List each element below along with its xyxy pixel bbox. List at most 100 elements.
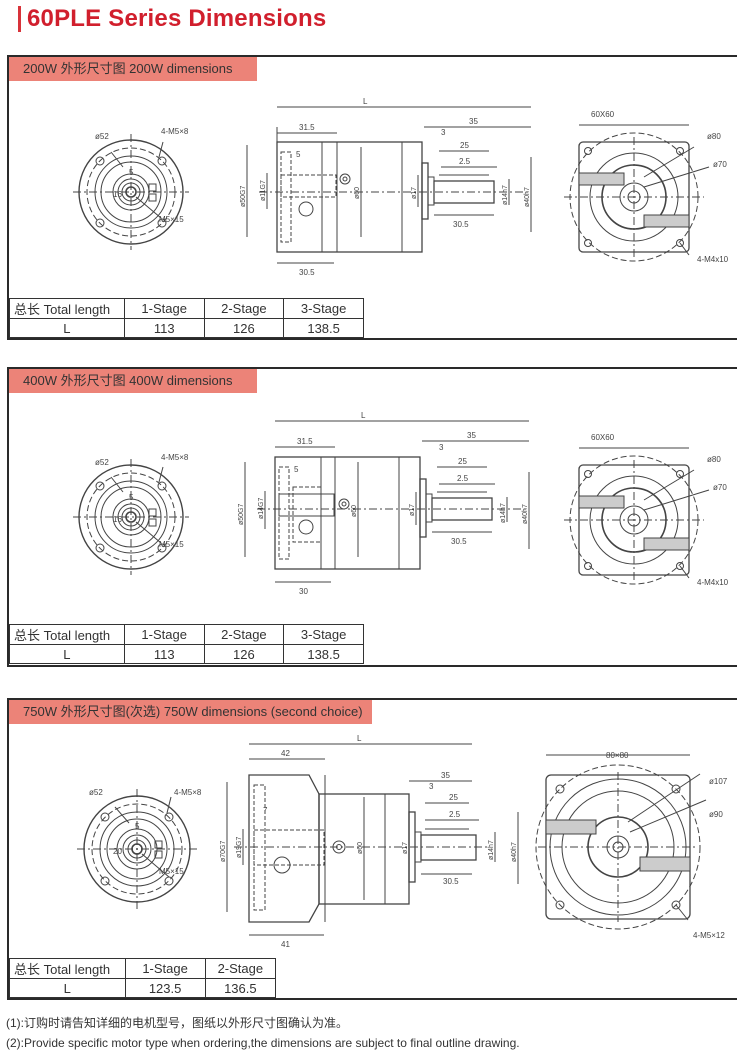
- dim-label: ø80: [707, 132, 721, 141]
- table-cell: 138.5: [283, 318, 364, 338]
- dim-label: 4-M5×8: [161, 453, 189, 462]
- page-title: 60PLE Series Dimensions: [27, 5, 327, 32]
- dim-label: 31.5: [297, 437, 313, 446]
- dim-label: 4-M4x10: [697, 578, 729, 587]
- dim-label: 16: [113, 190, 122, 199]
- dim-label: ø80: [707, 455, 721, 464]
- dim-label: M5×15: [159, 215, 184, 224]
- dim-label: ø90: [709, 810, 723, 819]
- table-header: 3-Stage: [283, 298, 364, 319]
- dim-label: ø60: [351, 505, 358, 517]
- table-cell: 113: [123, 644, 205, 664]
- dim-label: ø50G7: [240, 185, 247, 207]
- dim-label: 2.5: [457, 474, 469, 483]
- section-label: 400W 外形尺寸图 400W dimensions: [9, 369, 257, 393]
- dim-label: 4-M5×8: [161, 127, 189, 136]
- section-label: 750W 外形尺寸图(次选) 750W dimensions (second c…: [9, 700, 372, 724]
- dim-label: 7: [263, 806, 268, 815]
- table-cell: 138.5: [283, 644, 364, 664]
- dim-label: 80×80: [606, 751, 629, 760]
- end-view: [564, 447, 710, 585]
- dim-label: ø52: [95, 458, 109, 467]
- front-view: [77, 789, 197, 909]
- dim-label: ø70: [713, 160, 727, 169]
- dim-label: 16: [113, 515, 122, 524]
- section-label: 200W 外形尺寸图 200W dimensions: [9, 57, 257, 81]
- note-2: (2):Provide specific motor type when ord…: [6, 1036, 520, 1050]
- table-header-row: 总长 Total length 1-Stage 2-Stage 3-Stage: [9, 624, 364, 645]
- table-header: 2-Stage: [203, 624, 285, 645]
- dim-label: ø14G7: [258, 497, 265, 519]
- dim-label: 42: [281, 749, 290, 758]
- front-view: [73, 134, 189, 250]
- table-header: 2-Stage: [203, 298, 285, 319]
- dim-label: ø60: [354, 187, 361, 199]
- total-length-table: 总长 Total length 1-Stage 2-Stage L 123.5 …: [9, 958, 277, 998]
- table-cell: 126: [203, 318, 285, 338]
- table-row: L 113 126 138.5: [9, 644, 364, 664]
- table-cell: 126: [203, 644, 285, 664]
- dim-label: 35: [469, 117, 478, 126]
- dim-label: ø17: [402, 842, 409, 854]
- side-view: [226, 743, 519, 936]
- dim-label: 30.5: [453, 220, 469, 229]
- dim-label: ø14h7: [500, 503, 507, 523]
- dim-label: 5: [129, 493, 134, 502]
- dim-label: 2.5: [449, 810, 461, 819]
- dim-label: ø19G7: [236, 836, 243, 858]
- dim-label: 20: [113, 847, 122, 856]
- dim-label: 30.5: [443, 877, 459, 886]
- dim-label: ø14h7: [502, 185, 509, 205]
- side-view: [244, 420, 530, 583]
- dim-label: ø107: [709, 777, 728, 786]
- dim-label: ø70G7: [220, 840, 227, 862]
- dim-label: ø40h7: [511, 842, 518, 862]
- side-view: [246, 106, 532, 264]
- dim-label: 3: [439, 443, 444, 452]
- end-view: [535, 754, 707, 930]
- title-accent-bar: [18, 6, 21, 32]
- page-header: 60PLE Series Dimensions: [18, 4, 326, 34]
- dim-label: 35: [441, 771, 450, 780]
- dim-label: 31.5: [299, 123, 315, 132]
- table-header-row: 总长 Total length 1-Stage 2-Stage 3-Stage: [9, 298, 364, 319]
- end-view: [564, 124, 710, 262]
- table-cell: 136.5: [204, 978, 277, 998]
- note-1: (1):订购时请告知详细的电机型号，图纸以外形尺寸图确认为准。: [6, 1016, 349, 1030]
- dim-label: 60X60: [591, 433, 615, 442]
- dim-label: 41: [281, 940, 290, 949]
- dim-label: 25: [458, 457, 467, 466]
- dim-label: 25: [460, 141, 469, 150]
- dim-label: 30.5: [299, 268, 315, 277]
- dim-label: ø50G7: [238, 503, 245, 525]
- dim-label: 30: [299, 587, 308, 596]
- table-header: 1-Stage: [123, 298, 205, 319]
- dim-label: ø11G7: [260, 180, 267, 201]
- dim-label: ø52: [95, 132, 109, 141]
- dim-label: 3: [429, 782, 434, 791]
- table-row: L 123.5 136.5: [9, 978, 277, 998]
- total-length-table: 总长 Total length 1-Stage 2-Stage 3-Stage …: [9, 624, 364, 664]
- table-cell: L: [9, 644, 125, 664]
- dimension-drawing-750w: ø52 4-M5×8 5 20 M5×15 L 42 35 3 25 2.5 3…: [77, 734, 728, 949]
- dim-label: L: [363, 97, 368, 106]
- table-cell: 123.5: [124, 978, 206, 998]
- dim-label: 4-M5×12: [693, 931, 725, 940]
- dim-label: ø40h7: [524, 187, 531, 207]
- section-200w: 200W 外形尺寸图 200W dimensions: [7, 55, 737, 340]
- dim-label: ø60: [357, 842, 364, 854]
- table-row: L 113 126 138.5: [9, 318, 364, 338]
- table-cell: L: [9, 978, 126, 998]
- dimension-drawing-400w: ø52 4-M5×8 5 16 M5×15 L 31.5 35 3 25 2.5…: [73, 411, 729, 596]
- dim-label: ø70: [713, 483, 727, 492]
- table-header: 2-Stage: [204, 958, 277, 979]
- dim-label: ø14h7: [488, 840, 495, 860]
- dim-label: 5: [129, 168, 134, 177]
- table-header: 总长 Total length: [9, 958, 126, 979]
- dim-label: ø52: [89, 788, 103, 797]
- dim-label: M5×15: [159, 867, 184, 876]
- dim-label: L: [357, 734, 362, 743]
- section-400w: 400W 外形尺寸图 400W dimensions: [7, 367, 737, 667]
- dim-label: 30.5: [451, 537, 467, 546]
- dim-label: 2.5: [459, 157, 471, 166]
